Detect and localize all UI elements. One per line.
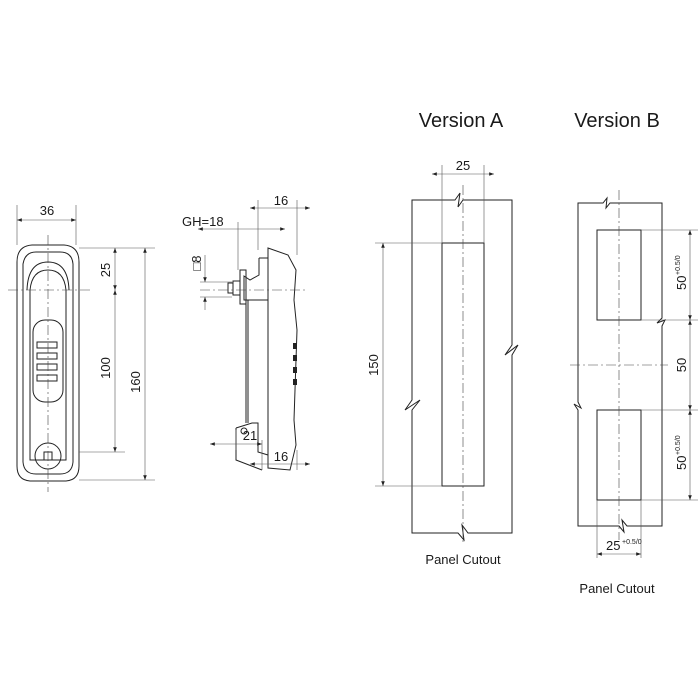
version-b-lower-tol: +0.5/0 bbox=[675, 435, 682, 455]
front-mid-dim: 100 bbox=[98, 357, 113, 379]
version-a-width-dim: 25 bbox=[456, 158, 470, 173]
version-b-upper-dim: 50 bbox=[674, 276, 689, 290]
version-b: Version B 50 +0.5/0 50 50 +0.5/0 25 +0.5… bbox=[570, 110, 698, 596]
side-gh-dim: GH=18 bbox=[182, 214, 224, 229]
side-bottom-left-dim: 21 bbox=[243, 428, 257, 443]
version-a-title: Version A bbox=[419, 110, 504, 132]
version-b-mid-dim: 50 bbox=[674, 358, 689, 372]
keypad bbox=[36, 341, 58, 382]
version-b-width-dim: 25 bbox=[606, 538, 620, 553]
version-b-lower-dim: 50 bbox=[674, 456, 689, 470]
version-a: Version A 25 150 Panel Cutout bbox=[366, 110, 519, 567]
side-buttons bbox=[293, 343, 297, 385]
side-bottom-right-dim: 16 bbox=[274, 449, 288, 464]
version-b-upper-tol: +0.5/0 bbox=[675, 255, 682, 275]
front-width-dim: 36 bbox=[40, 203, 54, 218]
version-a-caption: Panel Cutout bbox=[425, 552, 501, 567]
side-depth-top-dim: 16 bbox=[274, 193, 288, 208]
side-view: 16 GH=18 □8 21 16 bbox=[182, 193, 310, 471]
version-a-height-dim: 150 bbox=[366, 354, 381, 376]
side-square-dim: □8 bbox=[189, 255, 204, 270]
front-height-dim: 160 bbox=[128, 371, 143, 393]
version-b-caption: Panel Cutout bbox=[579, 581, 655, 596]
front-top-dim: 25 bbox=[98, 263, 113, 277]
front-view: 36 25 100 160 bbox=[8, 203, 155, 492]
version-b-title: Version B bbox=[574, 110, 660, 132]
version-b-width-tol: +0.5/0 bbox=[622, 539, 642, 546]
